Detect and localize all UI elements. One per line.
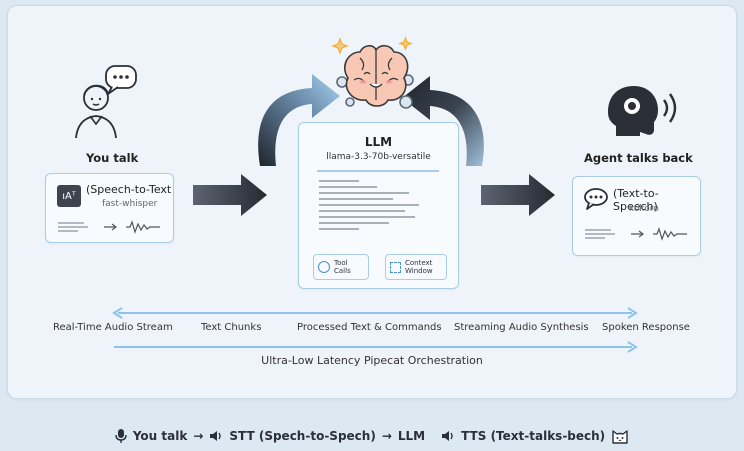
speaker-icon <box>442 430 453 441</box>
agent-speaking-icon <box>608 86 677 136</box>
curved-arrow-left-icon <box>258 74 340 166</box>
brain-icon <box>331 36 414 109</box>
llm-card: LLM llama-3.3-70b-versatile Tool Calls C… <box>298 122 459 289</box>
text-lines-icon <box>319 180 419 230</box>
llm-model: llama-3.3-70b-versatile <box>326 152 431 162</box>
footer-pipeline: You talk → STT (Spech-to-Spech) → LLM TT… <box>0 420 744 451</box>
cat-icon <box>612 429 628 444</box>
tts-card-sub: kokoro <box>629 204 659 214</box>
footer-tts: TTS (Text-talks-bech) <box>461 428 606 443</box>
footer-llm: LLM <box>397 428 426 443</box>
microphone-icon <box>115 428 127 443</box>
arrow-line <box>114 341 638 353</box>
window-icon <box>390 261 401 273</box>
stt-card-title: (Speech-to-Text <box>86 183 172 196</box>
chat-bubble-icon <box>584 188 608 210</box>
right-heading: Agent talks back <box>584 151 693 165</box>
stage-label: Real-Time Audio Stream <box>53 322 173 333</box>
double-arrow-line <box>112 307 638 319</box>
context-window-label: Context Window <box>405 259 433 275</box>
stage-label: Spoken Response <box>602 322 690 333</box>
context-window-button[interactable]: Context Window <box>385 254 447 280</box>
footer-stt: STT (Spech-to-Spech) <box>229 428 376 443</box>
footer-you-talk: You talk <box>132 428 188 443</box>
text-to-wave-icon <box>585 227 687 241</box>
arrow-right-icon <box>481 174 555 216</box>
speech-to-text-icon: ıAᵀ <box>57 185 81 207</box>
stt-card: ıAᵀ (Speech-to-Text fast-whisper <box>45 173 174 243</box>
left-heading: You talk <box>86 151 139 165</box>
orchestration-label: Ultra-Low Latency Pipecat Orchestration <box>261 354 483 367</box>
footer-arrow: → <box>193 428 204 443</box>
curved-arrow-right-icon <box>402 76 484 166</box>
divider <box>317 170 439 172</box>
stage-label: Streaming Audio Synthesis <box>454 322 589 333</box>
user-talking-icon <box>75 65 137 139</box>
speaker-icon <box>210 430 222 441</box>
footer-arrow: → <box>381 428 392 443</box>
tts-card: (Text-to-Speech) kokoro <box>572 176 701 256</box>
tool-calls-button[interactable]: Tool Calls <box>313 254 369 280</box>
llm-title: LLM <box>364 135 393 149</box>
stage-label: Processed Text & Commands <box>297 322 442 333</box>
text-to-wave-icon <box>58 220 160 234</box>
stage-label: Text Chunks <box>201 322 262 333</box>
tool-calls-label: Tool Calls <box>334 259 351 275</box>
tts-card-title: (Text-to-Speech) <box>613 187 659 213</box>
arrow-right-icon <box>193 174 267 216</box>
stt-card-sub: fast-whisper <box>102 199 158 209</box>
clock-icon <box>318 261 330 273</box>
